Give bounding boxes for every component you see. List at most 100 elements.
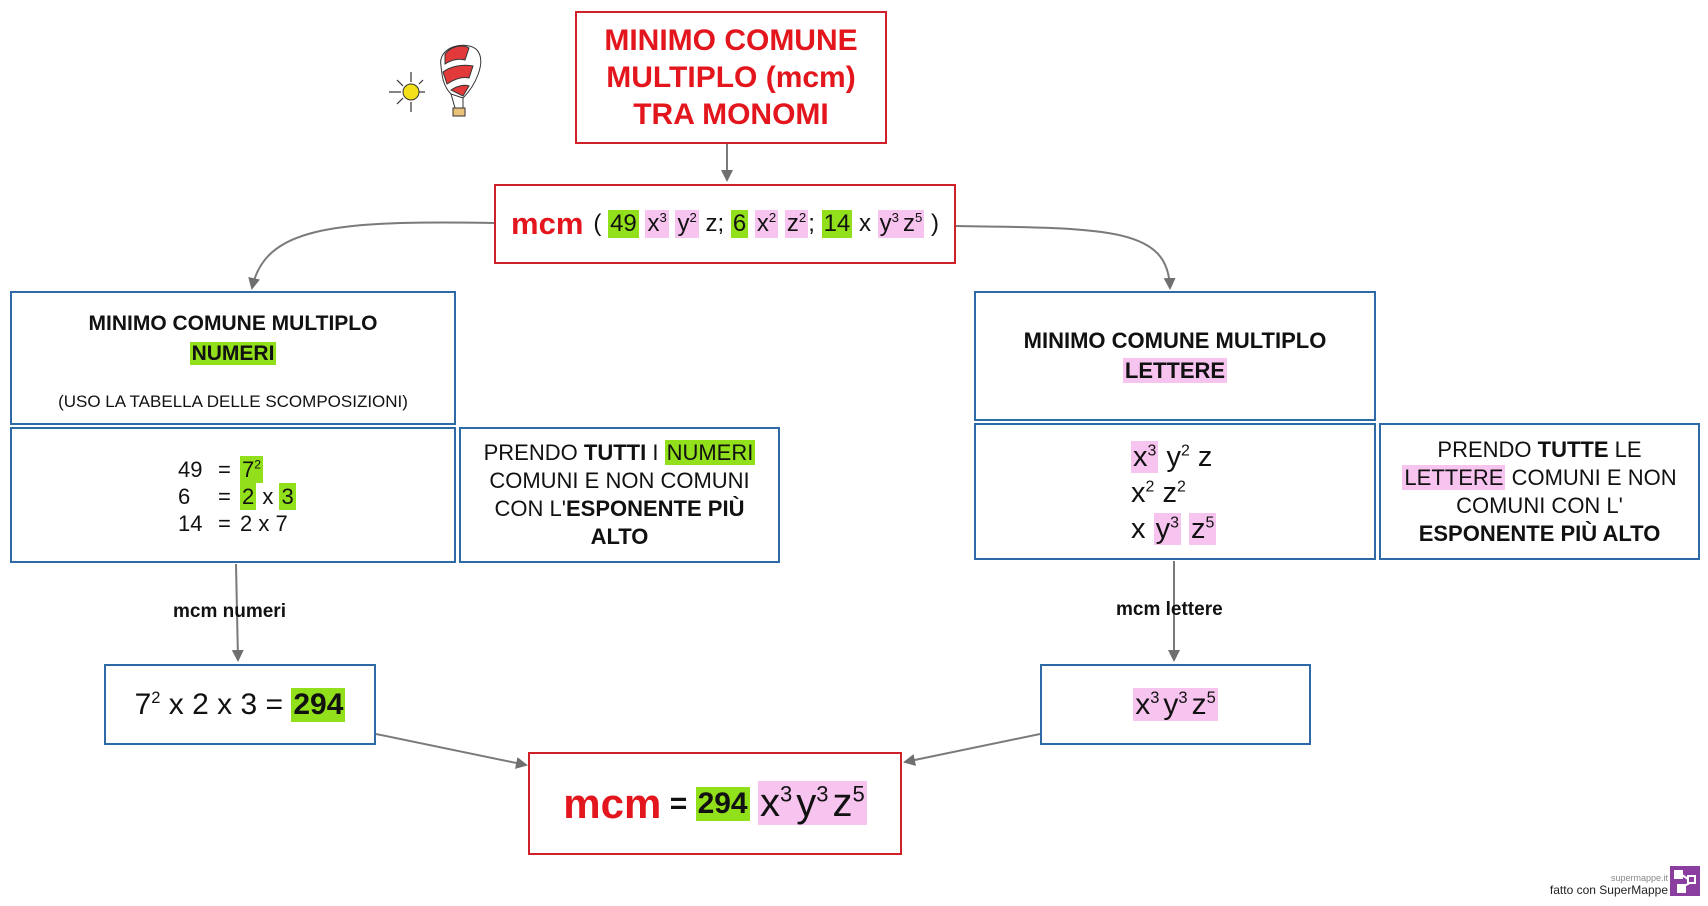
arrow-letresult-to-final [903, 733, 1041, 766]
letters-title-line: MINIMO COMUNE MULTIPLO [1023, 328, 1327, 353]
letters-rule-line-2: COMUNI E NON [1511, 464, 1677, 490]
numbers-title-line: MINIMO COMUNE MULTIPLO [88, 312, 378, 335]
decomposition-factor: 7 [275, 511, 288, 536]
numbers-result-box: 72 x 2 x 3 = 294 [104, 664, 376, 745]
letter-term: x [1131, 513, 1146, 545]
letters-title-highlight: LETTERE [1122, 358, 1228, 383]
letters-rule-box: PRENDO TUTTE LE LETTERE COMUNI E NON COM… [1379, 423, 1700, 560]
separator-2: ; [808, 210, 815, 237]
monomial-1-x: x3 [645, 210, 669, 238]
letters-rule-esponente: ESPONENTE PIÙ ALTO [1418, 520, 1661, 546]
letter-term: x3 [1131, 441, 1159, 473]
footer-credit: supermappe.it fatto con SuperMappe [1524, 872, 1668, 896]
decomposition-factor: 72 [240, 456, 263, 483]
decomposition-equals: = [218, 484, 231, 509]
expression-box: mcm ( 49 x3 y2 z; 6 x2 z2; 14 x y3 z5 ) [494, 184, 956, 264]
footer-text: fatto con SuperMappe [1549, 883, 1668, 897]
letter-term: y3 [1153, 513, 1181, 545]
letter-term: x2 [1131, 477, 1155, 509]
numbers-note: (USO LA TABELLA DELLE SCOMPOSIZIONI) [58, 392, 408, 411]
numbers-rule-box: PRENDO TUTTI I NUMERI COMUNI E NON COMUN… [459, 427, 780, 563]
numbers-rule-line-2: COMUNI E NON COMUNI [489, 468, 750, 493]
letter-result-term: x3 [1133, 687, 1162, 721]
letters-rule-line-3: COMUNI CON L' [1456, 492, 1623, 518]
monomial-2-coef: 6 [730, 210, 749, 238]
final-letter-term: y3 [794, 781, 831, 825]
decomposition-factor: 2 [240, 511, 253, 536]
letters-rule-le: LE [1614, 436, 1642, 462]
numbers-title-box: MINIMO COMUNE MULTIPLO NUMERI (USO LA TA… [10, 291, 456, 425]
final-letter-term: z5 [830, 781, 867, 825]
decomposition-factor: 2 [240, 483, 257, 510]
letters-rule-highlight: LETTERE [1402, 464, 1506, 490]
letter-term: z [1197, 441, 1213, 473]
monomial-3-z: z5 [900, 210, 925, 238]
title-box: MINIMO COMUNE MULTIPLO (mcm) TRA MONOMI [575, 11, 887, 144]
monomial-3-x: x [858, 210, 871, 237]
numbers-rule-esponente: ESPONENTE PIÙ [565, 496, 745, 521]
title-line-1: MINIMO COMUNE [604, 24, 858, 57]
monomial-1-coef: 49 [608, 210, 639, 238]
final-letter-term: x3 [757, 781, 795, 825]
numbers-rule-tutti: TUTTI [583, 440, 647, 465]
decomposition-number: 6 [178, 484, 191, 509]
numbers-rule-i: I [652, 440, 659, 465]
decomposition-number: 14 [178, 511, 203, 536]
letters-row: x y3 z5 [1131, 511, 1374, 547]
letter-term: z2 [1162, 477, 1186, 509]
expression-mcm: mcm [511, 206, 584, 241]
numbers-rule-alto: ALTO [590, 524, 649, 549]
numbers-result-power: 72 [134, 687, 161, 721]
final-equals: = [669, 786, 688, 820]
numbers-title-highlight: NUMERI [189, 342, 277, 365]
decomposition-factor: 3 [279, 483, 296, 510]
numbers-rule-line-3: CON L' [494, 496, 566, 521]
supermappe-logo-icon [1670, 866, 1700, 896]
numbers-rule-highlight: NUMERI [664, 440, 756, 465]
numbers-decomposition-box: 49 = 72 6 = 2 x 3 14 = 2 x 7 [10, 427, 456, 563]
edge-label-letters: mcm lettere [1116, 599, 1223, 620]
footer-small: supermappe.it [1610, 873, 1668, 883]
letters-rule-tutte: TUTTE [1537, 436, 1609, 462]
letters-row: x3 y2 z [1131, 439, 1374, 475]
decomposition-number: 49 [178, 457, 203, 482]
hot-air-balloon-icon [389, 44, 482, 117]
monomial-1-y: y2 [675, 210, 699, 238]
separator-1: ; [717, 210, 725, 237]
arrow-numresult-to-final [375, 733, 528, 769]
decomposition-equals: = [218, 511, 231, 536]
arrow-expression-to-numbers [248, 221, 495, 290]
letter-term: y2 [1166, 441, 1190, 473]
letters-row: x2 z2 [1131, 475, 1374, 511]
letters-title-box: MINIMO COMUNE MULTIPLO LETTERE [974, 291, 1376, 421]
monomial-2-x: x2 [754, 210, 779, 238]
title-line-2: MULTIPLO (mcm) [606, 61, 856, 94]
decomposition-equals: = [218, 457, 231, 482]
decomposition-row: 49 = 72 [178, 456, 454, 483]
arrow-expression-to-letters [955, 225, 1176, 290]
expression-open-paren: ( [593, 210, 602, 237]
decomposition-operator: x [252, 511, 276, 536]
monomial-2-z: z2 [784, 210, 809, 238]
decomposition-rows: 49 = 72 6 = 2 x 3 14 = 2 x 7 [178, 456, 454, 537]
letter-result-term: y3 [1161, 687, 1190, 721]
decomposition-operator: x [256, 484, 280, 509]
decomposition-row: 6 = 2 x 3 [178, 483, 454, 510]
title-line-3: TRA MONOMI [633, 98, 829, 131]
numbers-result-value: 294 [291, 687, 346, 722]
letters-rule-prendo: PRENDO [1437, 436, 1532, 462]
monomial-1-z: z [705, 210, 718, 237]
monomial-3-coef: 14 [821, 210, 853, 238]
numbers-result-rest: x 2 x 3 = [168, 687, 284, 721]
final-mcm: mcm [563, 779, 662, 827]
edge-label-numbers: mcm numeri [173, 601, 286, 622]
monomial-3-y: y3 [877, 210, 901, 238]
arrow-numbers-to-result [231, 563, 244, 662]
